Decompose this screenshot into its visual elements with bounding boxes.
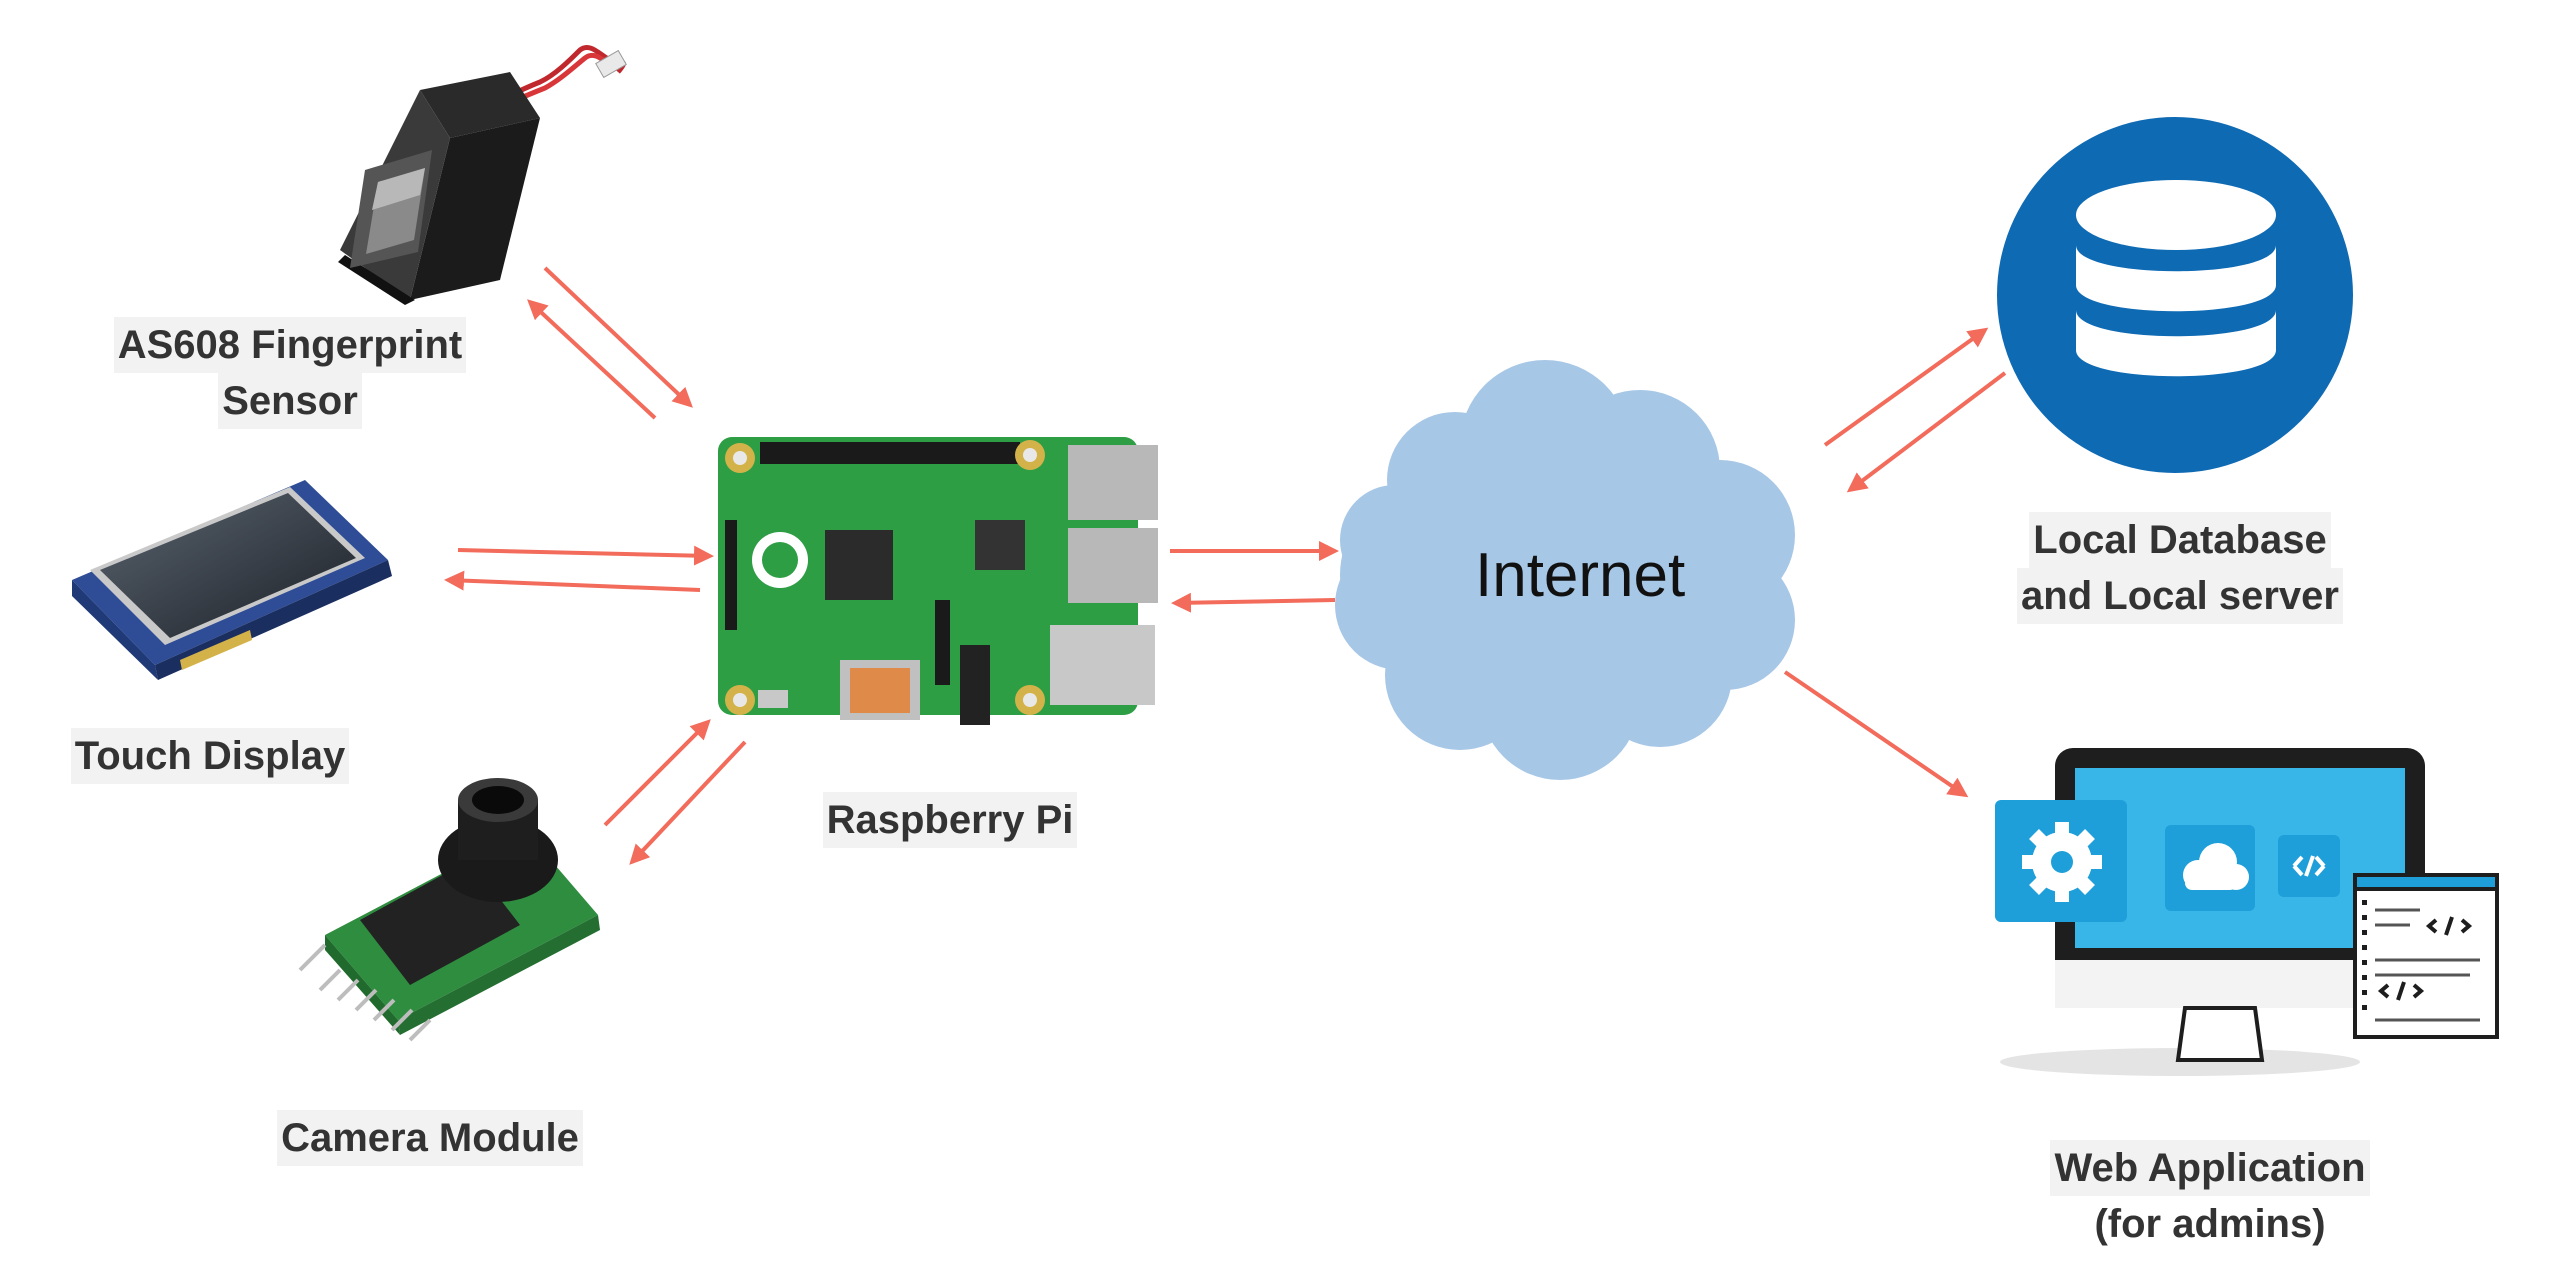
arrow-pi-to-display [444, 570, 701, 592]
internet-cloud [1335, 360, 1795, 780]
database-icon [1997, 117, 2353, 473]
code-icon [2278, 835, 2340, 897]
cloud-icon [2165, 825, 2255, 911]
arrow-pi-to-camera [629, 740, 747, 865]
arrow-camera-to-pi [603, 719, 711, 827]
camera-module-image [298, 778, 600, 1042]
web-application-monitor-icon [1995, 748, 2499, 1076]
raspberry-pi-board-image [718, 437, 1158, 725]
web-application-label: Web Application (for admins) [2000, 1140, 2420, 1252]
touch-display-image [72, 480, 392, 680]
arrow-internet-to-webapp [1783, 670, 1969, 798]
touch-display-label: Touch Display [30, 728, 390, 784]
camera-module-label: Camera Module [240, 1110, 620, 1166]
fingerprint-sensor-image [338, 45, 627, 305]
arrow-internet-to-database [1823, 327, 1989, 447]
internet-label: Internet [1475, 541, 1686, 610]
arrow-display-to-pi [457, 545, 714, 566]
fingerprint-sensor-label: AS608 Fingerprint Sensor [70, 317, 510, 429]
arrow-internet-to-pi [1171, 592, 1336, 613]
raspberry-pi-label: Raspberry Pi [760, 792, 1140, 848]
arrow-fingerprint-to-pi [543, 266, 693, 408]
code-document-icon [2353, 873, 2499, 1039]
gear-icon [1995, 800, 2127, 922]
connection-arrows [444, 266, 2007, 865]
arrow-database-to-internet [1846, 371, 2007, 493]
arrow-pi-to-fingerprint [527, 299, 657, 420]
database-label: Local Database and Local server [1970, 512, 2390, 624]
